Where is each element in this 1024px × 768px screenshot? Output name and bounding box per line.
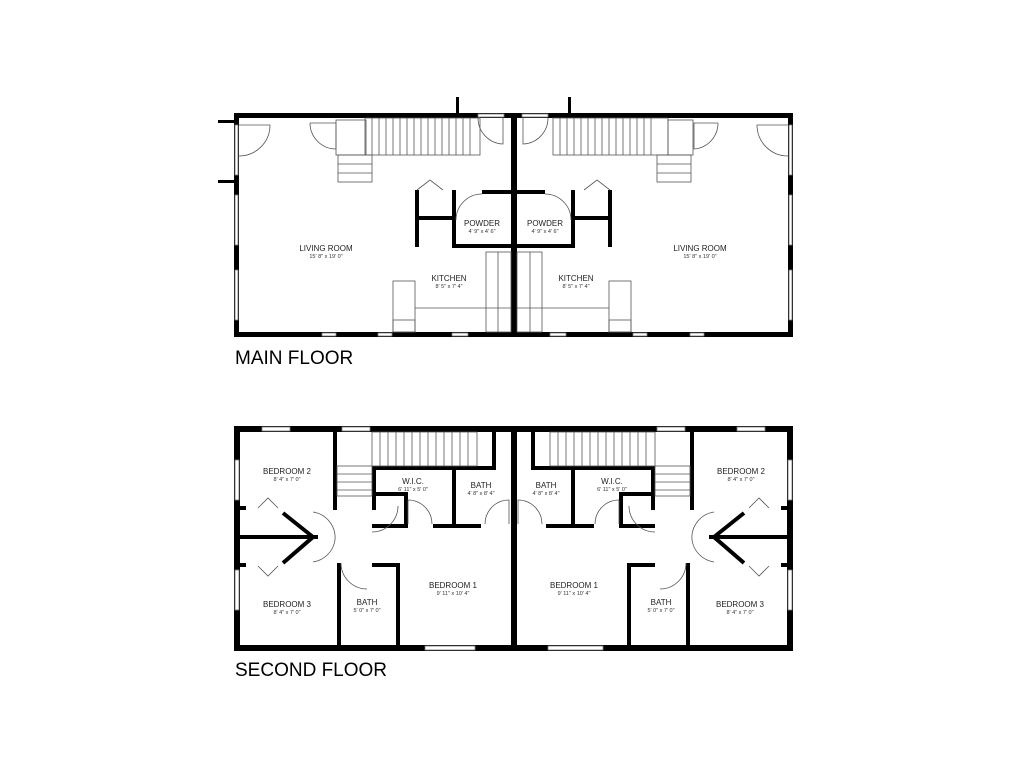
room-label: BATH [651,598,672,607]
room-dimensions: 15' 8" x 19' 0" [309,254,342,260]
main-party-wall [511,113,517,337]
room-dimensions: 9' 11" x 10' 4" [437,591,470,597]
room-label: KITCHEN [431,274,466,283]
floor-title: MAIN FLOOR [235,348,353,369]
kitchen-counters-left [392,251,512,333]
second-floor-plan: BEDROOM 2 8' 4" x 7' 0" W.I.C. 6' 11" x … [234,426,793,681]
room-label: W.I.C. [601,477,623,486]
room-dimensions: 9' 11" x 10' 4" [558,591,591,597]
room-dimensions: 8' 5" x 7' 4" [562,284,589,290]
room-label: BATH [357,598,378,607]
room-dimensions: 8' 5" x 7' 4" [435,284,462,290]
door-swing [238,124,271,157]
kitchen-counters-right [516,251,632,333]
room-label: BEDROOM 1 [429,581,478,590]
room-label: BEDROOM 2 [717,467,766,476]
room-label: BEDROOM 3 [716,600,765,609]
room-dimensions: 4' 8" x 8' 4" [467,491,494,497]
room-label: BEDROOM 3 [263,600,312,609]
room-dimensions: 15' 8" x 19' 0" [683,254,716,260]
stairs-left-second [336,431,478,497]
room-dimensions: 4' 8" x 8' 4" [532,491,559,497]
room-dimensions: 5' 0" x 7' 0" [647,608,674,614]
room-label: BATH [536,481,557,490]
stairs-left-main [335,117,481,183]
room-dimensions: 4' 9" x 4' 6" [468,229,495,235]
room-dimensions: 5' 0" x 7' 0" [353,608,380,614]
room-dimensions: 6' 11" x 5' 0" [597,487,627,493]
room-dimensions: 8' 4" x 7' 0" [726,610,753,616]
room-label: KITCHEN [558,274,593,283]
room-dimensions: 8' 4" x 7' 0" [273,477,300,483]
main-floor-plan: LIVING ROOM 15' 8" x 19' 0" POWDER 4' 9"… [218,97,793,369]
room-label: POWDER [464,219,500,228]
room-label: BEDROOM 2 [263,467,312,476]
stairs-right-main [552,117,694,183]
room-label: POWDER [527,219,563,228]
stairs-right-second [549,431,691,497]
room-dimensions: 6' 11" x 5' 0" [398,487,428,493]
room-dimensions: 8' 4" x 7' 0" [273,610,300,616]
room-dimensions: 8' 4" x 7' 0" [727,477,754,483]
floor-title: SECOND FLOOR [235,660,387,681]
room-label: BEDROOM 1 [550,581,599,590]
room-label: BATH [471,481,492,490]
room-label: LIVING ROOM [673,244,727,253]
room-label: W.I.C. [402,477,424,486]
room-dimensions: 4' 9" x 4' 6" [531,229,558,235]
room-label: LIVING ROOM [299,244,353,253]
